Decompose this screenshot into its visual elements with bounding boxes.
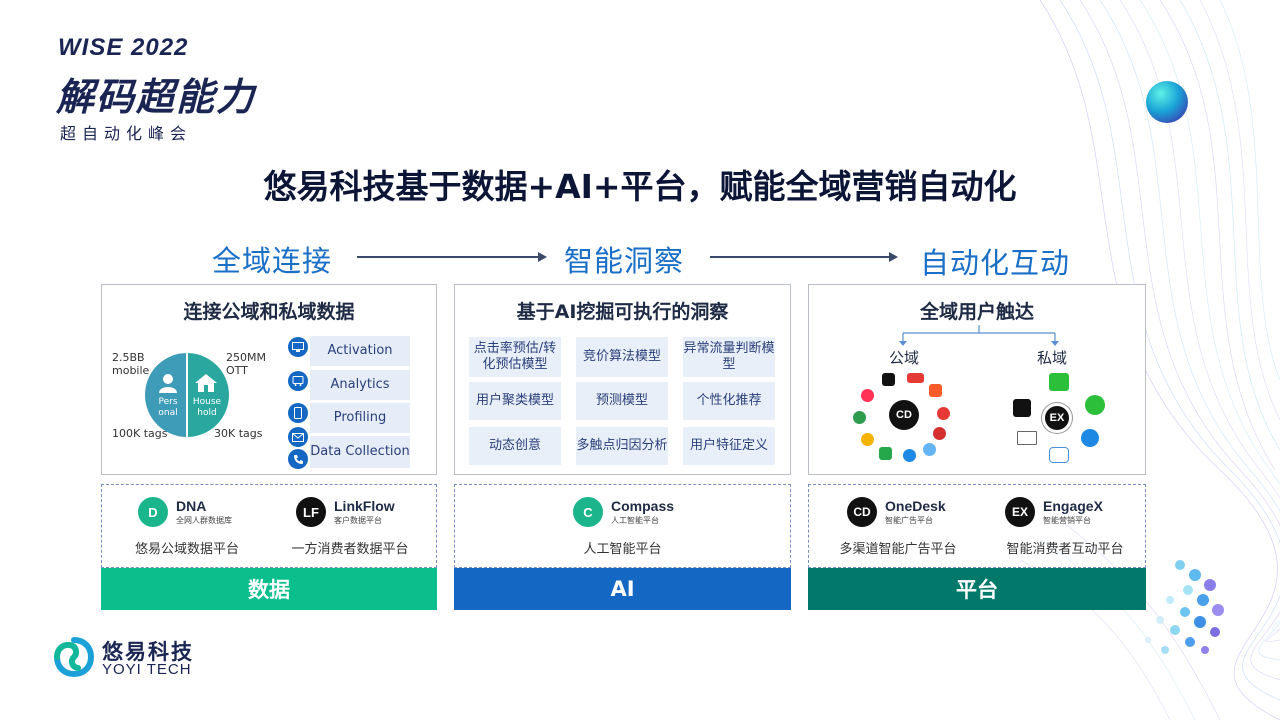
arrow-right-icon: [710, 252, 898, 262]
monitor-icon: [288, 337, 308, 357]
panel-insight: 基于AI挖掘可执行的洞察 点击率预估/转化预估模型 竞价算法模型 异常流量判断模…: [454, 284, 791, 475]
platform-box-platform: CD OneDesk 智能广告平台 多渠道智能广告平台 EX EngageX 智…: [808, 484, 1146, 568]
model-cell: 点击率预估/转化预估模型: [469, 337, 561, 377]
onedesk-hub-icon: CD: [889, 400, 919, 430]
tencent-video-icon: [937, 407, 950, 420]
private-domain-label: 私域: [1037, 349, 1068, 367]
step-insight: 智能洞察: [564, 244, 685, 278]
phone-icon: [288, 403, 308, 423]
model-cell: 竞价算法模型: [576, 337, 668, 377]
person-icon: [156, 373, 180, 393]
capability-activation: Activation: [310, 336, 410, 366]
platform-sub: 客户数据平台: [334, 516, 382, 525]
event-name-en: WISE 2022: [58, 34, 189, 61]
model-cell: 预测模型: [576, 382, 668, 420]
compass-logo-icon: C: [573, 497, 603, 527]
platform-desc: 人工智能平台: [583, 542, 662, 557]
dna-logo-icon: D: [138, 497, 168, 527]
tiktok-icon: [1013, 399, 1031, 417]
platform-sub: 全网人群数据库: [176, 516, 232, 525]
wechat-icon: [1049, 373, 1069, 391]
platform-sub: 人工智能平台: [611, 516, 659, 525]
pillar-bar-platform: 平台: [808, 568, 1146, 610]
audience-circle: [145, 353, 229, 437]
panel-connect: 连接公域和私域数据 2.5BB mobile 250MM OTT 100K ta…: [101, 284, 437, 475]
platform-name: DNA: [176, 498, 207, 514]
iqiyi-icon: [929, 384, 942, 397]
platform-box-data: D DNA 全网人群数据库 悠易公域数据平台 LF LinkFlow 客户数据平…: [101, 484, 437, 568]
panel-reach: 全域用户触达 公域 私域 CD EX: [808, 284, 1146, 475]
mini-program-icon: [1085, 395, 1105, 415]
platform-desc: 多渠道智能广告平台: [839, 542, 957, 557]
platform-desc: 悠易公域数据平台: [134, 542, 239, 557]
capability-profiling: Profiling: [310, 403, 410, 433]
onedesk-logo-icon: CD: [847, 497, 877, 527]
platform-sub: 智能营销平台: [1043, 516, 1091, 525]
event-name-cn: 解码超能力: [56, 75, 257, 119]
model-cell: 异常流量判断模型: [683, 337, 775, 377]
mail-icon: [1017, 431, 1037, 445]
event-subtitle: 超自动化峰会: [60, 124, 193, 143]
call-icon: [288, 449, 308, 469]
personal-label: Pers onal: [158, 397, 178, 418]
model-cell: 多触点归因分析: [576, 427, 668, 465]
news-icon: [923, 443, 936, 456]
step-connect: 全域连接: [212, 244, 333, 278]
platform-sub: 智能广告平台: [885, 516, 933, 525]
platform-name: EngageX: [1043, 498, 1103, 514]
model-cell: 用户特征定义: [683, 427, 775, 465]
platform-desc: 一方消费者数据平台: [291, 542, 409, 557]
model-cell: 用户聚类模型: [469, 382, 561, 420]
engagex-logo-icon: EX: [1005, 497, 1035, 527]
platform-name: Compass: [611, 498, 675, 514]
decorative-orb: [1146, 81, 1188, 123]
yoyi-logo-icon: [54, 637, 94, 677]
household-label: House hold: [192, 397, 222, 418]
engagex-hub-icon: EX: [1042, 403, 1072, 433]
public-domain-label: 公域: [889, 349, 920, 367]
platform-desc: 智能消费者互动平台: [1006, 542, 1124, 557]
aiqiyi-icon: [879, 447, 892, 460]
toutiao-icon: [907, 373, 924, 383]
platform-name: LinkFlow: [334, 498, 395, 514]
page-title: 悠易科技基于数据+AI+平台，赋能全域营销自动化: [263, 167, 1017, 206]
bus-icon: [288, 371, 308, 391]
pillar-bar-data: 数据: [101, 568, 437, 610]
chrome-icon: [853, 411, 866, 424]
ie-icon: [1081, 429, 1099, 447]
capability-analytics: Analytics: [310, 370, 410, 400]
decorative-wave-lines: [1020, 0, 1280, 720]
browser-icon: [861, 433, 874, 446]
stat-ott: 250MM OTT: [226, 351, 266, 378]
weibo-icon: [861, 389, 874, 402]
house-icon: [194, 373, 218, 393]
branch-connector: [899, 325, 1059, 346]
mail-icon: [288, 427, 308, 447]
stat-mobile: 2.5BB mobile: [112, 351, 150, 378]
panel-title: 连接公域和私域数据: [183, 301, 355, 323]
youku-icon: [903, 449, 916, 462]
platform-name: OneDesk: [885, 498, 946, 514]
linkflow-logo-icon: LF: [296, 497, 326, 527]
company-name-en: YOYI TECH: [102, 661, 192, 678]
company-name-cn: 悠易科技: [102, 640, 194, 664]
panel-title: 基于AI挖掘可执行的洞察: [516, 301, 729, 323]
chat-icon: [1049, 447, 1069, 463]
panel-title: 全域用户触达: [919, 301, 1034, 323]
model-cell: 个性化推荐: [683, 382, 775, 420]
step-interact: 自动化互动: [920, 246, 1071, 280]
pillar-bar-ai: AI: [454, 568, 791, 610]
model-cell: 动态创意: [469, 427, 561, 465]
arrow-right-icon: [357, 252, 547, 262]
capability-data-collection: Data Collection: [310, 436, 410, 468]
qq-music-icon: [933, 427, 946, 440]
platform-box-ai: C Compass 人工智能平台 人工智能平台: [454, 484, 791, 568]
tiktok-icon: [882, 373, 895, 386]
